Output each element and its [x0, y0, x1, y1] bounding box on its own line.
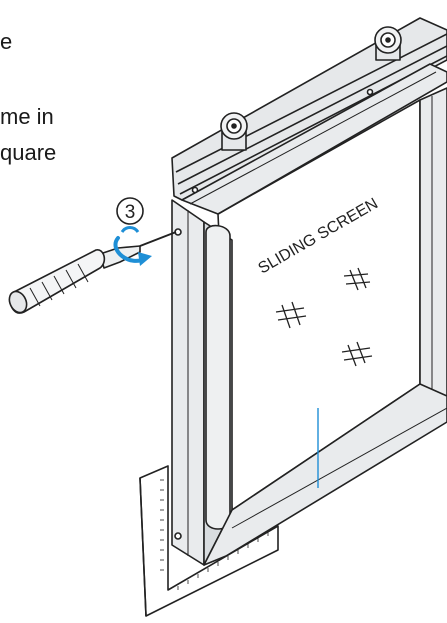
carpenter-square	[139, 465, 279, 617]
mesh-mark-1	[343, 267, 371, 291]
top-rail	[171, 17, 447, 201]
frame-right-bar	[419, 87, 447, 411]
frame-left-bar	[171, 199, 233, 566]
instruction-text-line-3: quare	[0, 140, 57, 165]
roller-left	[220, 112, 248, 151]
step-number: 3	[125, 202, 136, 223]
step-number-badge: 3	[116, 197, 144, 225]
mesh-mark-2	[275, 301, 307, 329]
corner-screw-bottom	[174, 532, 182, 540]
rail-screw	[191, 186, 199, 194]
screwdriver	[8, 231, 177, 314]
instruction-text-line-2: me in	[0, 104, 54, 129]
roller-right	[374, 26, 402, 61]
instruction-text-line-1: e	[0, 29, 13, 54]
rail-screw-2	[366, 88, 374, 96]
mesh-mark-3	[341, 341, 373, 367]
rotation-arrow-icon	[113, 226, 152, 266]
